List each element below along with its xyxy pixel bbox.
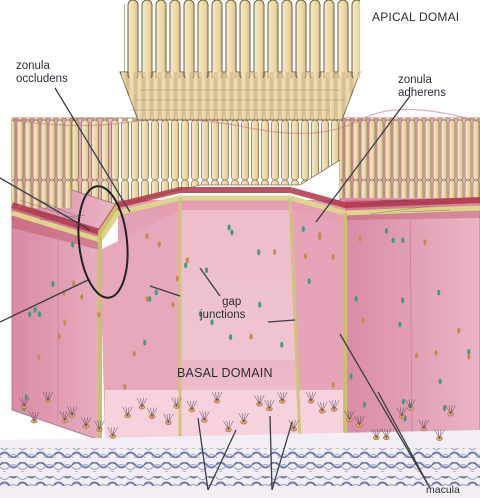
cytoplasm-dot [155, 289, 158, 295]
cytoplasm-dot [80, 294, 83, 300]
zonula-occludens-label: zonula occludens [16, 60, 68, 86]
cytoplasm-dot [72, 280, 75, 286]
cytoplasm-dot [97, 312, 100, 318]
cytoplasm-dot [457, 328, 460, 334]
cytoplasm-dot [38, 311, 41, 317]
cytoplasm-dot [37, 355, 40, 361]
cytoplasm-dot [439, 379, 442, 385]
zonula-adherens-label: zonula adherens [398, 74, 446, 100]
cytoplasm-dot [249, 334, 252, 340]
gap-junctions-label: gap junctions [200, 296, 245, 322]
cytoplasm-dot [415, 353, 418, 359]
zonula-occludens-label-line1: zonula [16, 60, 68, 73]
cytoplasm-dot [398, 322, 401, 328]
cytoplasm-dot [184, 262, 187, 268]
cytoplasm-dot [176, 276, 179, 282]
apical-slab [120, 0, 360, 120]
macula-partial-label: macula [426, 484, 460, 497]
cytoplasm-dot [349, 373, 352, 379]
cytoplasm-dot [437, 290, 440, 296]
cytoplasm-dot [401, 237, 404, 243]
cytoplasm-dot [280, 342, 283, 348]
zonula-adherens-label-line2: adherens [398, 87, 446, 100]
cytoplasm-dot [434, 350, 437, 356]
cytoplasm-dot [34, 307, 37, 313]
cytoplasm-dot [229, 334, 232, 340]
cytoplasm-dot [145, 296, 148, 302]
cytoplasm-dot [362, 318, 365, 324]
cytoplasm-dot [258, 302, 261, 308]
microvilli-row-right [340, 118, 480, 198]
cytoplasm-dot [355, 296, 358, 302]
cytoplasm-dot [145, 233, 148, 239]
zonula-adherens-label-line1: zonula [398, 74, 446, 87]
cytoplasm-dot [171, 302, 174, 308]
cytoplasm-dot [228, 225, 231, 231]
cytoplasm-dot [230, 230, 233, 236]
cytoplasm-dot [25, 394, 28, 400]
cytoplasm-dot [363, 402, 366, 408]
cytoplasm-dot [401, 297, 404, 303]
cytoplasm-dot [304, 253, 307, 259]
cytoplasm-dot [308, 278, 311, 284]
cytoplasm-dot [358, 236, 361, 242]
apical-domain-label: APICAL DOMAI [372, 10, 459, 24]
basal-lamina [0, 430, 480, 498]
cytoplasm-dot [385, 228, 388, 234]
gap-junctions-label-line1: gap [200, 296, 245, 309]
microvilli-row-left [12, 118, 72, 208]
cytoplasm-dot [257, 249, 260, 255]
basal-domain-label: BASAL DOMAIN [177, 366, 273, 380]
cytoplasm-dot [63, 320, 66, 326]
cytoplasm-dot [332, 382, 335, 388]
cytoplasm-dot [205, 267, 208, 273]
cytoplasm-dot [71, 242, 74, 248]
cytoplasm-dot [332, 254, 335, 260]
cytoplasm-dot [133, 351, 136, 357]
cytoplasm-dot [186, 257, 189, 263]
cytoplasm-dot [443, 405, 446, 411]
cytoplasm-dot [423, 239, 426, 245]
cytoplasm-dot [51, 281, 54, 287]
gap-junctions-label-line2: junctions [200, 309, 245, 322]
cytoplasm-dot [302, 226, 305, 232]
cytoplasm-dot [123, 384, 126, 390]
cytoplasm-dot [467, 354, 470, 360]
cytoplasm-dot [392, 237, 395, 243]
cytoplasm-dot [318, 234, 321, 240]
cytoplasm-dot [158, 242, 161, 248]
cytoplasm-dot [58, 334, 61, 340]
cytoplasm-dot [273, 249, 276, 255]
zonula-occludens-label-line2: occludens [16, 73, 68, 86]
cytoplasm-dot [28, 311, 31, 317]
cytoplasm-dot [143, 340, 146, 346]
cytoplasm-dot [402, 399, 405, 405]
